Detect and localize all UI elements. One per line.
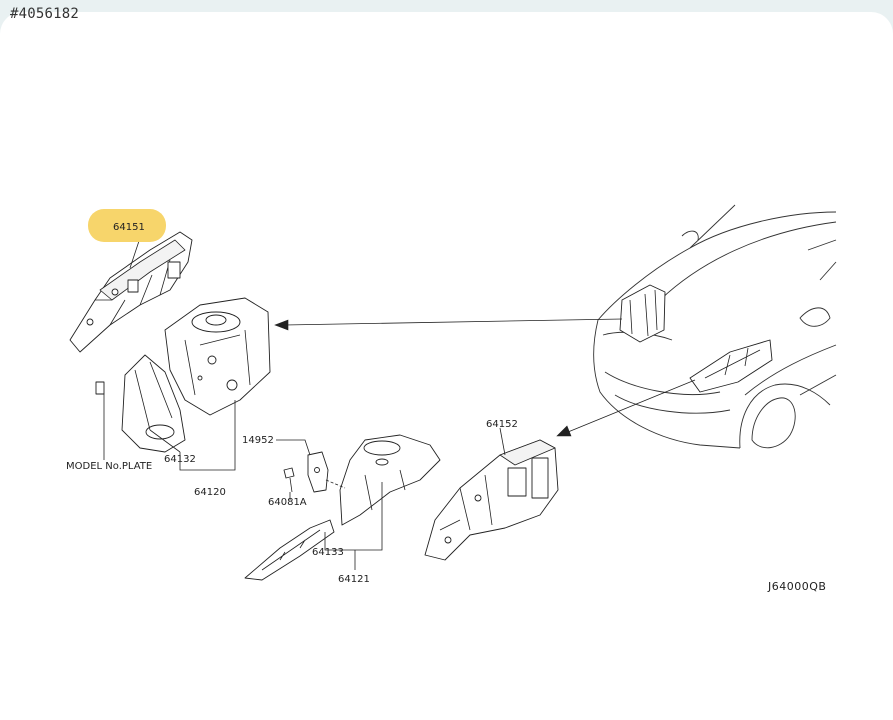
part-64133 xyxy=(244,519,335,581)
label-14952: 14952 xyxy=(242,435,274,446)
top-strip xyxy=(0,0,893,12)
highlight-64151 xyxy=(88,209,166,242)
arrow-head-lower xyxy=(556,425,572,437)
diagram-code: J64000QB xyxy=(767,580,826,593)
label-64151: 64151 xyxy=(113,222,145,233)
car-outline xyxy=(593,204,837,449)
part-14952 xyxy=(307,451,346,493)
part-64132 xyxy=(95,354,186,453)
arrow-head-left xyxy=(274,319,289,331)
part-64152 xyxy=(424,439,559,561)
label-64120: 64120 xyxy=(194,487,226,498)
bolt-64081A xyxy=(283,467,295,493)
label-model-plate: MODEL No.PLATE xyxy=(66,461,152,472)
part-64121 xyxy=(339,434,441,526)
label-64133: 64133 xyxy=(312,547,344,558)
label-64132: 64132 xyxy=(164,454,196,465)
reference-number: #4056182 xyxy=(10,6,80,22)
label-64152: 64152 xyxy=(486,419,518,430)
part-64120 xyxy=(164,297,271,416)
model-plate-icon xyxy=(95,381,105,395)
leader-lines xyxy=(103,237,506,570)
label-64081a: 64081A xyxy=(268,497,307,508)
part-64151 xyxy=(69,231,193,353)
label-64121: 64121 xyxy=(338,574,370,585)
arrows xyxy=(274,318,696,437)
